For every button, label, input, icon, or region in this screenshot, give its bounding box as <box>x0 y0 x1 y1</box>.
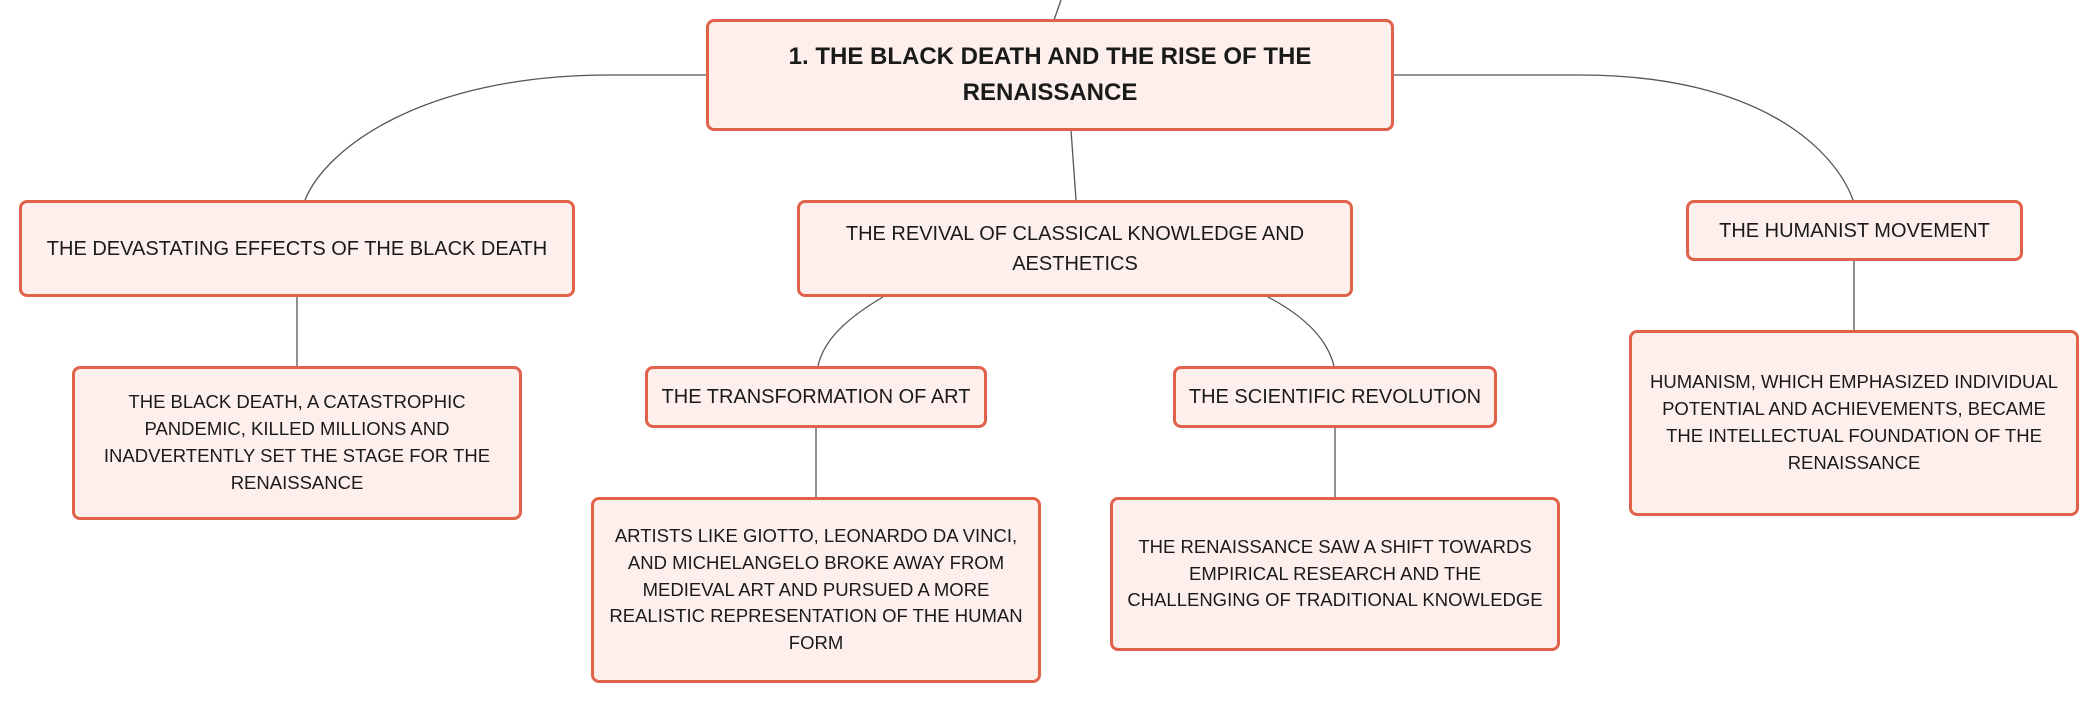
branch-classical-revival-label: The Revival of Classical Knowledge and A… <box>845 222 1305 275</box>
detail-scientific-revolution[interactable]: The Renaissance saw a shift towards empi… <box>1110 497 1560 651</box>
detail-black-death-text: The Black Death, a catastrophic pandemic… <box>103 391 491 493</box>
root-topic[interactable]: 1. The Black Death and the Rise of the R… <box>706 19 1394 131</box>
branch-black-death[interactable]: The Devastating Effects of the Black Dea… <box>19 200 575 297</box>
detail-transformation-of-art[interactable]: Artists like Giotto, Leonardo da Vinci, … <box>591 497 1041 683</box>
subtopic-scientific-revolution[interactable]: The Scientific Revolution <box>1173 366 1497 428</box>
branch-black-death-label: The Devastating Effects of the Black Dea… <box>46 237 548 260</box>
connector-root-to-black-death <box>304 74 708 201</box>
connector-revival-to-science <box>1267 296 1335 367</box>
detail-humanist-movement[interactable]: Humanism, which emphasized individual po… <box>1629 330 2079 516</box>
subtopic-transformation-of-art-label: The Transformation of Art <box>661 386 971 408</box>
branch-classical-revival[interactable]: The Revival of Classical Knowledge and A… <box>797 200 1353 297</box>
root-topic-label: 1. The Black Death and the Rise of the R… <box>788 43 1312 106</box>
subtopic-transformation-of-art[interactable]: The Transformation of Art <box>645 366 987 428</box>
detail-scientific-revolution-text: The Renaissance saw a shift towards empi… <box>1127 535 1543 611</box>
subtopic-scientific-revolution-label: The Scientific Revolution <box>1188 386 1482 408</box>
connector-root-to-humanist <box>1394 74 1854 201</box>
detail-humanist-movement-text: Humanism, which emphasized individual po… <box>1649 371 2059 473</box>
branch-humanist-movement-label: The Humanist Movement <box>1719 219 1990 242</box>
connector-revival-to-art <box>817 296 884 367</box>
connector-root-to-revival <box>1070 129 1077 201</box>
detail-black-death[interactable]: The Black Death, a catastrophic pandemic… <box>72 366 522 520</box>
detail-transformation-of-art-text: Artists like Giotto, Leonardo da Vinci, … <box>609 524 1023 654</box>
connector-root-parent <box>1053 0 1062 21</box>
branch-humanist-movement[interactable]: The Humanist Movement <box>1686 200 2023 261</box>
